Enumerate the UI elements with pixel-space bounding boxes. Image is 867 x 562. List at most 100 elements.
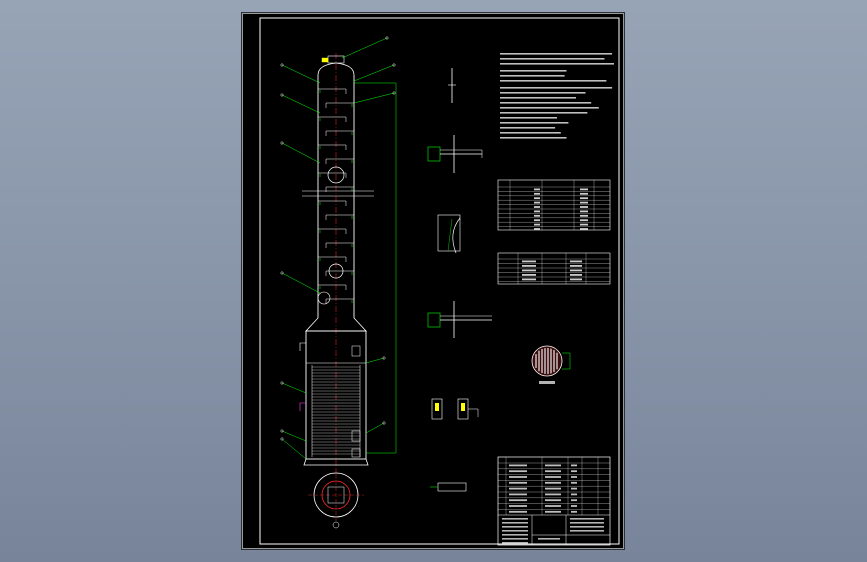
- parts-cell: [545, 481, 561, 484]
- tech-line: [500, 58, 605, 60]
- parts-cell: [545, 510, 561, 513]
- parts-cell: [571, 499, 577, 502]
- title-cell: [502, 518, 528, 520]
- technical-requirements: [500, 53, 614, 139]
- parts-cell: [545, 487, 561, 490]
- table1-cell: [534, 206, 540, 208]
- manhole-upper: [327, 166, 345, 184]
- tech-line: [500, 97, 576, 99]
- outer-border: [242, 13, 624, 549]
- title-cell: [570, 526, 604, 528]
- title-block: [497, 456, 611, 546]
- parts-cell: [509, 464, 527, 467]
- tech-line: [500, 112, 588, 114]
- table1-cell: [580, 206, 588, 208]
- title-cell: [538, 538, 560, 540]
- table2-cell: [522, 278, 536, 281]
- detail-3-box: [437, 214, 461, 252]
- parts-cell: [509, 510, 527, 513]
- tower-elevation: [299, 53, 374, 475]
- plan-anchor: [332, 521, 340, 529]
- parts-cell: [571, 464, 577, 467]
- table2-cell: [570, 265, 582, 267]
- manhole-lower: [317, 291, 331, 305]
- table2-cell: [522, 265, 536, 267]
- table1-cell: [534, 188, 540, 191]
- table1-cell: [580, 223, 588, 226]
- parts-cell: [571, 481, 577, 484]
- parts-cell: [509, 476, 527, 478]
- tube-bundle-section: [531, 345, 571, 384]
- tech-line: [500, 102, 592, 104]
- detail-6-plate: [437, 482, 467, 492]
- table2-cell: [522, 274, 536, 276]
- cad-drawing: [242, 13, 624, 549]
- table1-cell: [534, 219, 540, 222]
- manhole-middle: [328, 263, 344, 279]
- tower-plan-view: [308, 469, 364, 529]
- tech-line: [500, 107, 599, 109]
- detail-5b-tail: [468, 408, 479, 417]
- tray-group: [318, 88, 354, 304]
- table1-cell: [534, 192, 540, 195]
- plan-center-box: [327, 486, 345, 504]
- bundle-dim: [562, 352, 571, 370]
- table1-cell: [534, 201, 540, 204]
- skirt: [303, 458, 369, 466]
- tech-line: [500, 75, 565, 77]
- parts-cell: [571, 510, 577, 513]
- table1-cell: [580, 201, 588, 204]
- parts-cell: [509, 505, 527, 507]
- balloon-icon: [280, 63, 284, 67]
- table2-cell: [522, 260, 536, 263]
- outlet-nozzle: [351, 448, 361, 458]
- tech-line: [500, 80, 607, 82]
- table1-cell: [580, 214, 588, 217]
- drain-nozzle: [351, 430, 361, 442]
- parts-cell: [545, 505, 561, 507]
- balloon-group: [280, 36, 396, 441]
- detail-5a-body: [431, 398, 443, 420]
- balloon-icon: [280, 93, 284, 97]
- bundle-tubes: [535, 348, 558, 374]
- title-cell: [570, 518, 604, 520]
- table2-cell: [570, 274, 582, 276]
- table1-cell: [580, 197, 588, 200]
- table1-cell: [580, 188, 588, 191]
- parts-cell: [545, 470, 561, 473]
- title-marks: [502, 518, 604, 544]
- parts-cell: [545, 476, 561, 478]
- table2-frame: [497, 252, 611, 285]
- table1-frame: [497, 179, 611, 231]
- parts-cell: [571, 476, 577, 478]
- table2-cell: [522, 269, 536, 272]
- parts-list-grid: [498, 457, 610, 515]
- title-cell: [502, 538, 528, 540]
- title-cell: [502, 530, 528, 532]
- drawing-sheet: [242, 13, 624, 549]
- tech-line: [500, 127, 556, 129]
- parts-cell: [509, 493, 527, 496]
- nozzle-table: [497, 179, 611, 231]
- balloon-icon: [280, 437, 284, 441]
- tech-line: [500, 137, 567, 139]
- top-flange: [321, 57, 329, 63]
- tech-line: [500, 132, 561, 134]
- table1-cell: [580, 192, 588, 195]
- leader-lines-left: [281, 37, 397, 460]
- level-nozzle: [351, 345, 361, 357]
- tech-line: [500, 70, 567, 72]
- tech-line: [500, 63, 614, 65]
- title-cell: [502, 542, 528, 544]
- table1-cell: [534, 197, 540, 200]
- detail-3-leader: [447, 218, 453, 252]
- balloon-icon: [382, 356, 386, 360]
- tech-line: [500, 122, 569, 124]
- detail-views: [427, 68, 492, 492]
- balloon-icon: [280, 141, 284, 145]
- detail-2-flange: [427, 146, 441, 162]
- table1-cell: [580, 210, 588, 213]
- instrument-pipe: [299, 402, 306, 411]
- parts-cell: [571, 470, 577, 473]
- table1-cell: [534, 214, 540, 217]
